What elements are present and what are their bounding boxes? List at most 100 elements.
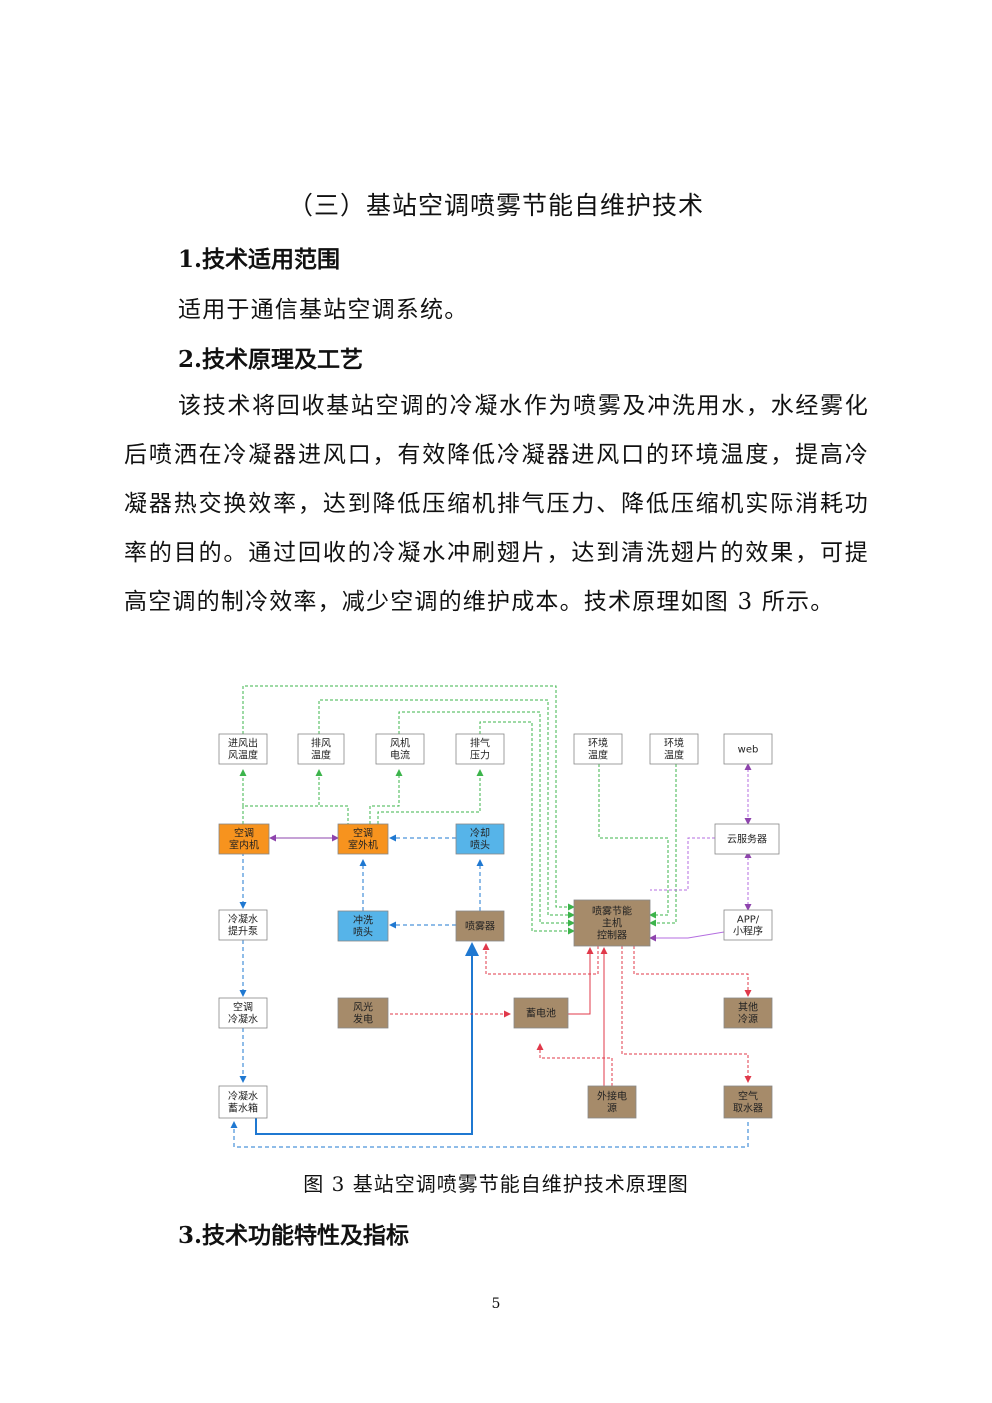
diagram-node-label: 风温度 xyxy=(228,749,258,762)
connector-controller-to-sprayer xyxy=(482,943,599,975)
diagram-node-box xyxy=(455,910,505,942)
diagram-node-label: 源 xyxy=(607,1102,617,1115)
diagram-node-label: 控制器 xyxy=(597,929,627,942)
diagram-node-label: APP/ xyxy=(737,915,760,926)
connector-controller-to-air-water xyxy=(621,946,752,1083)
diagram-node-label: 主机 xyxy=(602,917,622,930)
diagram-node-box xyxy=(513,997,569,1029)
diagram-node-label: 喷雾节能 xyxy=(592,905,632,918)
diagram-node-label: 空气 xyxy=(738,1090,758,1103)
diagram-node-box xyxy=(218,909,268,941)
diagram-nodes: 进风出风温度排风温度风机电流排气压力环境温度环境温度web空调室内机空调室外机冷… xyxy=(218,733,780,1119)
diagram-node-label: 外接电 xyxy=(597,1090,627,1103)
diagram-node-label: 室内机 xyxy=(229,839,259,852)
diagram-node-env-temp-2: 环境温度 xyxy=(649,733,699,765)
diagram-node-box xyxy=(375,733,425,765)
diagram-node-label: 电流 xyxy=(390,749,410,762)
diagram-node-box xyxy=(723,909,773,941)
diagram-node-box xyxy=(297,733,345,765)
connector-tank-to-sprayer xyxy=(255,942,479,1135)
diagram-node-label: 空调 xyxy=(234,827,254,840)
diagram-node-box xyxy=(455,733,505,765)
diagram-node-label: 蓄水箱 xyxy=(228,1102,258,1115)
connector-app-controller xyxy=(649,931,725,942)
diagram-node-box xyxy=(573,733,623,765)
diagram-node-box xyxy=(573,899,651,947)
diagram-node-label: 排气 xyxy=(470,737,490,750)
diagram-node-label: 环境 xyxy=(588,737,608,750)
diagram-node-label: 压力 xyxy=(470,749,490,762)
diagram-node-box xyxy=(337,823,389,855)
diagram-node-label: 风光 xyxy=(353,1001,373,1014)
connector-fan-current-to-controller xyxy=(398,711,575,927)
connector-cloud-controller xyxy=(650,837,715,891)
diagram-node-box xyxy=(455,823,505,855)
diagram-node-label: 空调 xyxy=(233,1001,253,1014)
diagram-node-web: web xyxy=(723,733,773,765)
diagram-node-label: 进风出 xyxy=(228,737,258,750)
diagram-node-box xyxy=(723,997,773,1029)
diagram-node-label: 温度 xyxy=(664,749,684,762)
diagram-node-box xyxy=(337,997,389,1029)
diagram-node-label: 空调 xyxy=(353,827,373,840)
diagram-node-box xyxy=(218,1085,268,1119)
section-3-heading: 3.技术功能特性及指标 xyxy=(178,1222,410,1249)
diagram-node-box xyxy=(218,733,268,765)
diagram-node-label: 发电 xyxy=(353,1013,373,1026)
diagram-node-box xyxy=(723,733,773,765)
diagram-node-battery: 蓄电池 xyxy=(513,997,569,1029)
section-1-text: 适用于通信基站空调系统。 xyxy=(178,297,469,323)
diagram-node-label: 冷凝水 xyxy=(228,1013,258,1026)
diagram-node-label: 蓄电池 xyxy=(526,1007,556,1020)
connector-external-to-battery xyxy=(536,1043,613,1086)
diagram-node-label: 冲洗 xyxy=(353,914,373,927)
diagram-node-label: 小程序 xyxy=(733,925,763,938)
diagram-node-label: 冷却 xyxy=(470,827,490,840)
diagram-node-label: 提升泵 xyxy=(228,926,258,938)
diagram-node-box xyxy=(723,1085,773,1119)
diagram-node-cloud-server: 云服务器 xyxy=(714,823,780,855)
section-1-heading: 1.技术适用范围 xyxy=(178,246,341,273)
diagram-node-label: 温度 xyxy=(311,749,331,762)
page-title: （三）基站空调喷雾节能自维护技术 xyxy=(287,191,704,220)
diagram-node-label: 喷头 xyxy=(353,927,373,939)
connector-exhaust-temp-to-controller xyxy=(318,699,575,919)
diagram-node-label: 其他 xyxy=(738,1001,758,1014)
diagram-node-label: 风机 xyxy=(390,737,410,750)
diagram-node-label: 云服务器 xyxy=(727,833,767,846)
diagram-node-label: 取水器 xyxy=(733,1103,763,1115)
diagram-node-label: 室外机 xyxy=(348,839,378,852)
diagram-connectors xyxy=(230,685,752,1148)
diagram-node-box xyxy=(714,823,780,855)
connector-outdoor-to-exhaust-pressure xyxy=(377,769,484,824)
diagram-node-label: 喷雾器 xyxy=(465,921,495,933)
diagram-node-sprayer: 喷雾器 xyxy=(455,910,505,942)
diagram-node-box xyxy=(218,823,270,855)
diagram-svg: 进风出风温度排风温度风机电流排气压力环境温度环境温度web空调室内机空调室外机冷… xyxy=(218,685,780,1148)
page-number: 5 xyxy=(491,1296,501,1312)
diagram-node-box xyxy=(337,910,389,942)
diagram-node-box xyxy=(587,1085,637,1119)
diagram-node-box xyxy=(218,997,268,1029)
connector-outdoor-to-exhaust-temp xyxy=(315,769,348,807)
connector-in-out-temp-to-controller xyxy=(242,685,575,911)
diagram-node-label: 环境 xyxy=(664,737,684,750)
connector-outdoor-to-fan-current xyxy=(369,769,403,824)
connector-env-temp-2-to-controller xyxy=(649,764,677,927)
section-2-heading: 2.技术原理及工艺 xyxy=(178,346,364,373)
diagram-node-env-temp-1: 环境温度 xyxy=(573,733,623,765)
